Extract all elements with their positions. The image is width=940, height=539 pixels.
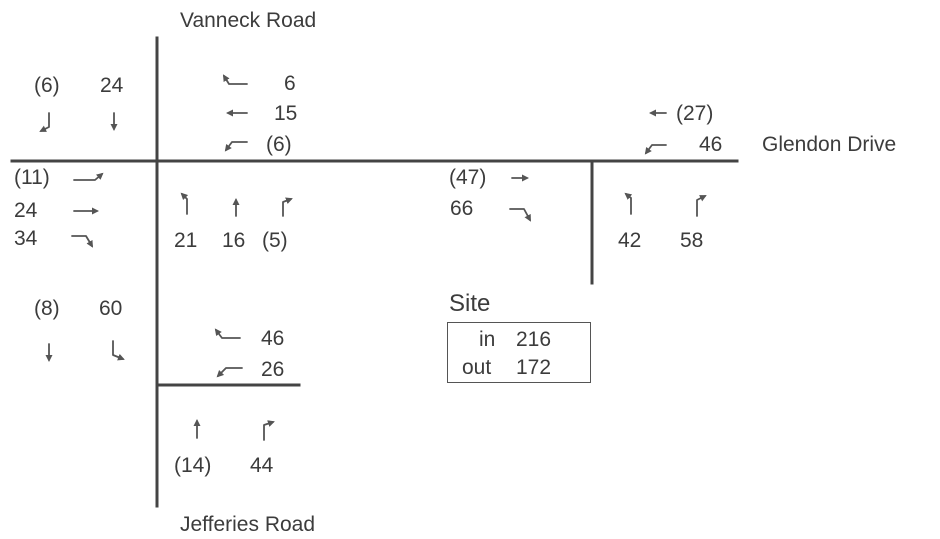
volume-label: (47)	[449, 166, 487, 189]
left-turn-arrow-icon	[180, 192, 189, 215]
volume-label: (6)	[266, 133, 292, 156]
site-trips-box: in 216 out 172	[447, 322, 591, 383]
right-turn-arrow-icon	[509, 208, 531, 222]
volume-label: (14)	[174, 454, 212, 477]
site-out-label: out	[462, 356, 492, 379]
right-turn-arrow-icon	[644, 144, 667, 155]
site-out-value: 172	[516, 356, 552, 379]
left-turn-arrow-icon	[112, 340, 125, 361]
vanneck-road-label: Vanneck Road	[180, 9, 317, 32]
volume-label: 42	[618, 229, 642, 252]
site-title: Site	[449, 290, 491, 317]
volume-label: (5)	[262, 229, 288, 252]
right-turn-arrow-icon	[263, 420, 275, 441]
site-in-value: 216	[516, 328, 552, 351]
volume-label: 66	[450, 197, 474, 220]
right-turn-arrow-icon	[216, 367, 243, 378]
left-turn-arrow-icon	[73, 172, 104, 181]
volume-label: 6	[284, 72, 296, 95]
right-turn-arrow-icon	[224, 141, 248, 152]
volume-label: 24	[14, 199, 38, 222]
volume-label: 46	[261, 327, 285, 350]
volume-label: 46	[699, 133, 723, 156]
volume-label: 44	[250, 454, 274, 477]
volume-label: 34	[14, 227, 38, 250]
volume-label: (8)	[34, 297, 60, 320]
site-in-label: in	[479, 328, 496, 351]
volume-label: 60	[99, 297, 123, 320]
volume-label: 16	[222, 229, 246, 252]
right-turn-arrow-icon	[696, 195, 707, 217]
volume-label: (27)	[676, 102, 714, 125]
volume-label: 26	[261, 358, 285, 381]
left-turn-arrow-icon	[624, 192, 633, 215]
right-turn-arrow-icon	[282, 197, 293, 217]
volume-label: 24	[100, 74, 124, 97]
right-turn-arrow-icon	[71, 235, 94, 248]
volume-label: 15	[274, 102, 298, 125]
left-turn-arrow-icon	[222, 74, 248, 85]
volume-label: (11)	[14, 166, 50, 189]
jefferies-road-label: Jefferies Road	[180, 513, 316, 536]
volume-label: 21	[174, 229, 198, 252]
glendon-drive-label: Glendon Drive	[762, 133, 897, 156]
volume-label: 58	[680, 229, 704, 252]
right-turn-arrow-icon	[39, 112, 50, 132]
left-turn-arrow-icon	[214, 328, 241, 339]
volume-label: (6)	[34, 74, 60, 97]
